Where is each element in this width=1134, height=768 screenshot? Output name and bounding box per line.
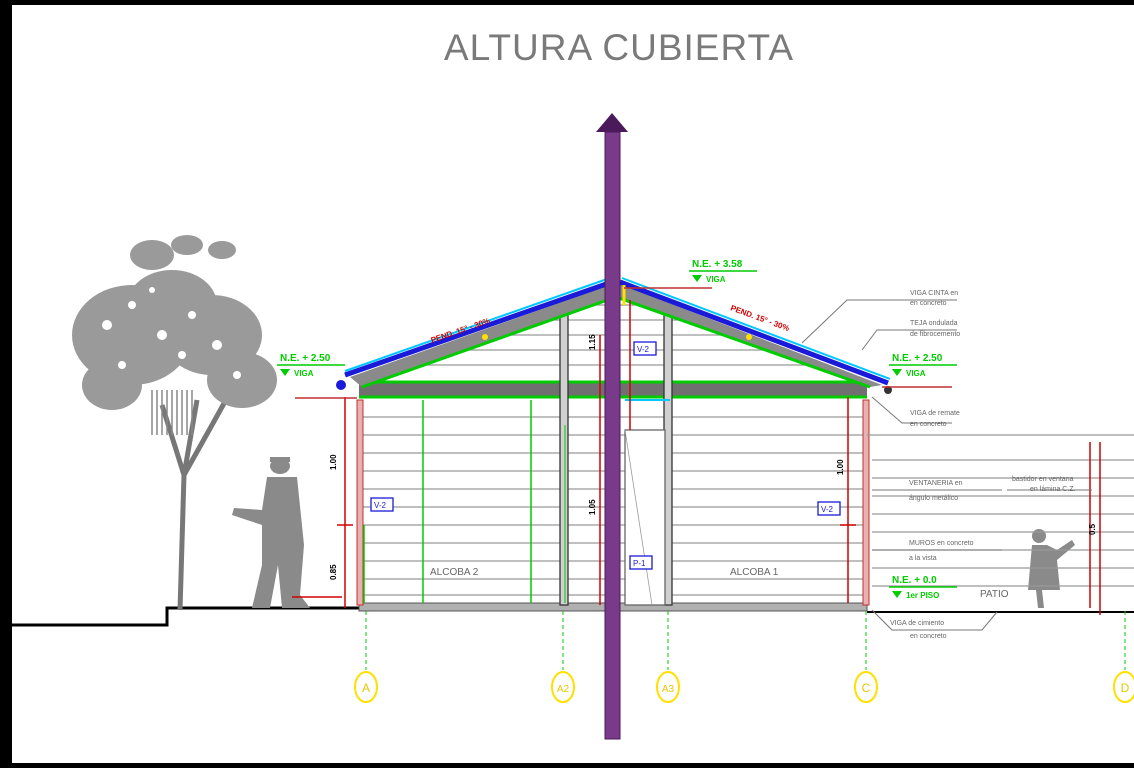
- height-arrow: [596, 113, 628, 740]
- annotation-ventaneria-2: ángulo metálico: [909, 495, 958, 502]
- dimension-label: 1.00: [329, 454, 338, 470]
- tag-p1: P-1: [629, 555, 653, 570]
- level-floor-value: N.E. + 0.0: [892, 575, 937, 586]
- annotation-ventaneria-note-2: en lámina C.Z.: [1030, 486, 1076, 493]
- level-top-value: N.E. + 3.58: [692, 259, 743, 270]
- axis-bubbles: [354, 671, 1134, 703]
- annotation-teja-1: TEJA ondulada: [910, 320, 958, 327]
- level-marker-right: N.E. + 2.50 VIGA: [889, 353, 957, 378]
- dimension-label: 1.15: [588, 334, 597, 350]
- annotation-viga-remate-1: VIGA de remate: [910, 410, 960, 417]
- room-label-alcoba-2: ALCOBA 2: [430, 567, 479, 578]
- annotation-muro-2: a la vista: [909, 555, 937, 562]
- level-right-sub: VIGA: [906, 369, 926, 378]
- annotation-viga-remate-2: en concreto: [910, 421, 947, 428]
- dimension-label: 0.85: [329, 564, 338, 580]
- annotation-teja-2: de fibrocemento: [910, 331, 960, 338]
- annotation-viga-cinta-2: en concreto: [910, 300, 947, 307]
- roof: [336, 277, 892, 394]
- level-left-value: N.E. + 2.50: [280, 353, 331, 364]
- level-marker-top: N.E. + 3.58 VIGA: [689, 259, 757, 284]
- room-label-alcoba-1: ALCOBA 1: [730, 567, 779, 578]
- level-marker-left: N.E. + 2.50 VIGA: [277, 353, 345, 378]
- annotation-ventaneria-1: VENTANERIA en: [909, 480, 963, 487]
- level-right-value: N.E. + 2.50: [892, 353, 943, 364]
- level-top-sub: VIGA: [706, 275, 726, 284]
- drawing-title: ALTURA CUBIERTA: [443, 27, 795, 68]
- axis-label-a3: A3: [662, 684, 675, 695]
- tree-illustration: [72, 235, 277, 611]
- level-marker-floor: N.E. + 0.0 1er PISO: [889, 575, 957, 600]
- svg-text:V-2: V-2: [821, 505, 834, 514]
- tag-v2-a: V-2: [633, 341, 657, 356]
- dimension-label: 1.05: [588, 499, 597, 515]
- axis-label-c: C: [862, 681, 871, 695]
- annotation-viga-cinta-1: VIGA CINTA en: [910, 290, 958, 297]
- section-drawing: 1.00 0.85 1.15 1.05 1.00 0.5 N.E. + 3.58…: [12, 113, 1134, 740]
- leader-lines: [801, 299, 1092, 631]
- drawing-frame: 1.00 0.85 1.15 1.05 1.00 0.5 N.E. + 3.58…: [12, 5, 1134, 763]
- person-silhouette-left: [232, 457, 310, 608]
- svg-text:V-2: V-2: [374, 501, 387, 510]
- level-left-sub: VIGA: [294, 369, 314, 378]
- axis-label-d: D: [1121, 681, 1130, 695]
- svg-text:P-1: P-1: [633, 559, 646, 568]
- axis-lines: [365, 611, 1126, 670]
- tag-v2-b: V-2: [370, 497, 394, 512]
- axis-label-a2: A2: [557, 684, 570, 695]
- axis-label-a: A: [362, 681, 370, 695]
- building-structure: [356, 304, 1134, 612]
- svg-text:V-2: V-2: [637, 345, 650, 354]
- dimension-label: 1.00: [836, 459, 845, 475]
- annotation-ventaneria-note-1: bastidor en ventana: [1012, 476, 1074, 483]
- annotation-viga-cimiento-2: en concreto: [910, 633, 947, 640]
- level-floor-sub: 1er PISO: [906, 591, 939, 600]
- room-label-patio: PATIO: [980, 589, 1009, 600]
- dimension-label: 0.5: [1088, 523, 1097, 535]
- annotation-muro-1: MUROS en concreto: [909, 540, 974, 547]
- dimension-lines: [292, 287, 1101, 615]
- tag-v2-c: V-2: [817, 501, 841, 516]
- annotation-viga-cimiento-1: VIGA de cimiento: [890, 620, 944, 627]
